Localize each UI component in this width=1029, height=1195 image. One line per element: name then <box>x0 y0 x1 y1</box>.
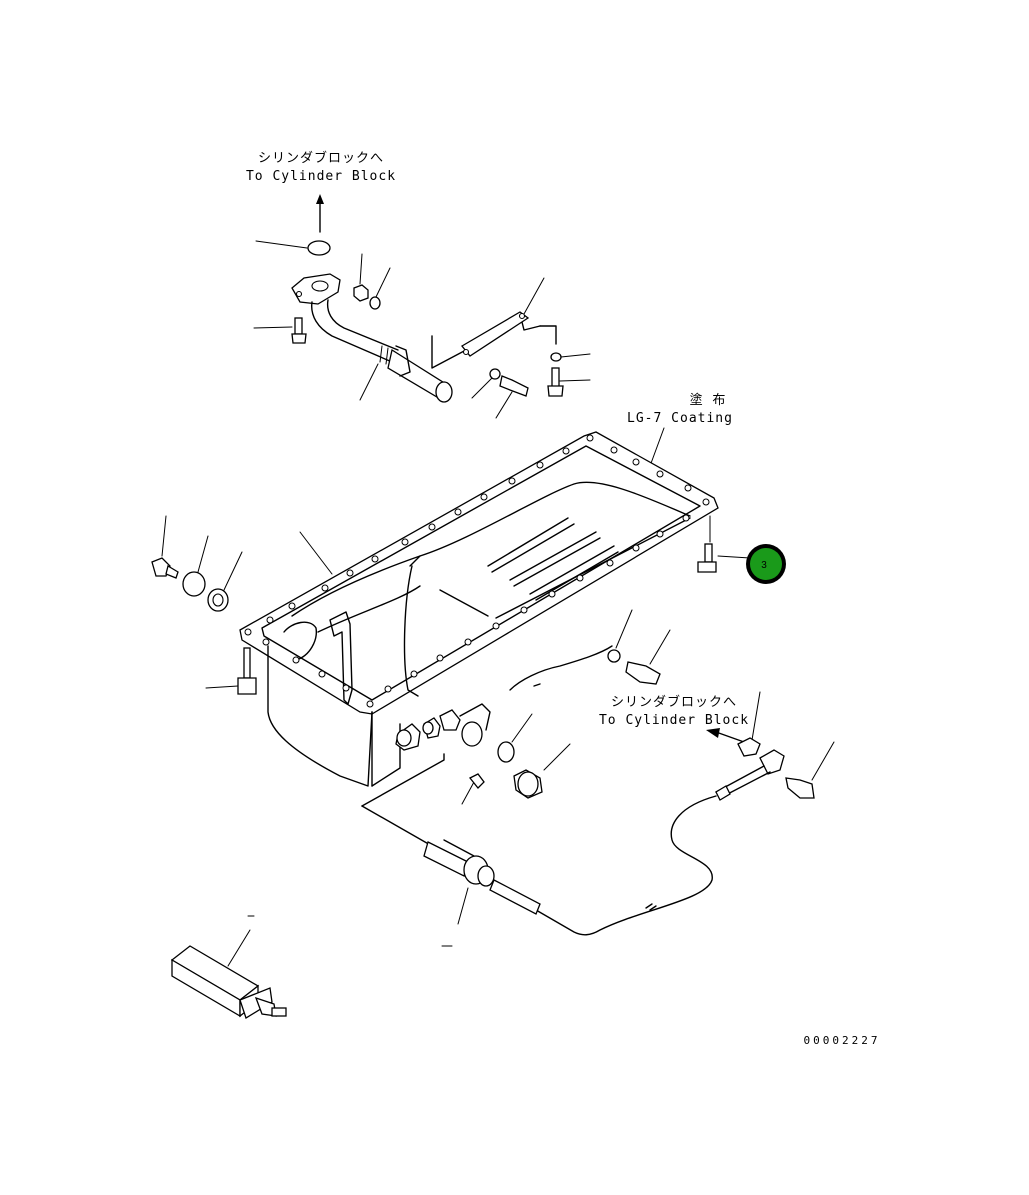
right-label-en: To Cylinder Block <box>599 713 749 728</box>
left-side-parts <box>151 515 257 695</box>
top-label-en: To Cylinder Block <box>246 169 396 184</box>
drain-parts <box>509 609 671 691</box>
o-ring-top <box>307 240 331 256</box>
callout-3[interactable]: 3 <box>697 515 786 584</box>
top-arrow <box>316 194 324 233</box>
dipstick-assembly <box>361 691 835 947</box>
callout-number: 3 <box>761 560 767 571</box>
suction-pipe-assembly <box>253 240 591 419</box>
bottom-sensor <box>170 915 287 1019</box>
coating-leader <box>649 427 665 467</box>
coating-label-jp: 塗 布 <box>690 392 727 408</box>
coating-label-en: LG-7 Coating <box>627 411 733 426</box>
oil-pan <box>239 431 719 787</box>
right-label-jp: シリンダブロックへ <box>611 694 737 710</box>
right-arrow <box>706 728 745 743</box>
top-label-jp: シリンダブロックへ <box>258 150 384 166</box>
drawing-code: 00002227 <box>804 1034 881 1047</box>
